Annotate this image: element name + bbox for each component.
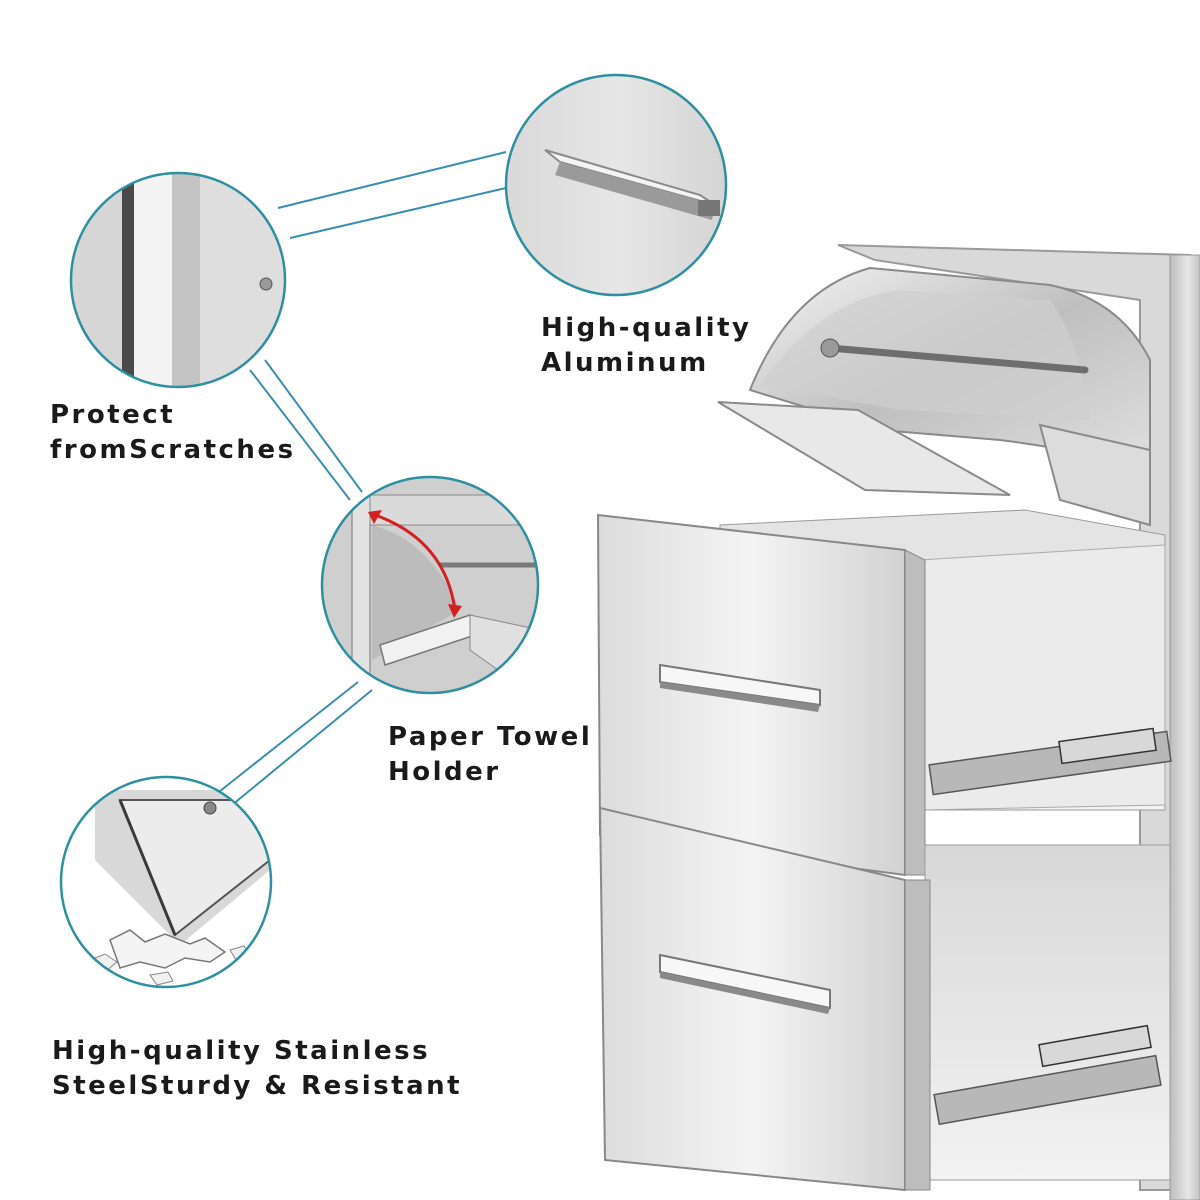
callout-scratch-detail: [69, 171, 287, 389]
callout-stainless-detail: [59, 775, 273, 989]
drawer-cabinet-image: [596, 244, 1200, 1200]
label-high-quality-aluminum: High-quality Aluminum: [541, 311, 751, 381]
label-line: High-quality: [541, 313, 752, 343]
label-line: High-quality Stainless: [52, 1036, 431, 1066]
label-line: SteelSturdy & Resistant: [52, 1071, 463, 1101]
callout-circle-icon: [320, 475, 540, 695]
label-paper-towel-holder: Paper Towel Holder: [388, 720, 592, 790]
curved-arrow-icon: [374, 513, 457, 611]
label-line: Aluminum: [541, 348, 709, 378]
label-line: Protect: [50, 400, 176, 430]
label-protect-scratches: Protect fromScratches: [50, 398, 296, 468]
callout-aluminum-detail: [504, 73, 728, 297]
label-line: Paper Towel: [388, 722, 593, 752]
label-stainless-steel: High-quality Stainless SteelSturdy & Res…: [52, 1034, 462, 1104]
callout-circle-icon: [69, 171, 287, 389]
callout-circle-icon: [504, 73, 728, 297]
label-line: Holder: [388, 757, 501, 787]
callout-circle-icon: [59, 775, 273, 989]
label-line: fromScratches: [50, 435, 296, 465]
connector-lines: [214, 151, 507, 806]
callout-towel-detail: [320, 475, 540, 695]
